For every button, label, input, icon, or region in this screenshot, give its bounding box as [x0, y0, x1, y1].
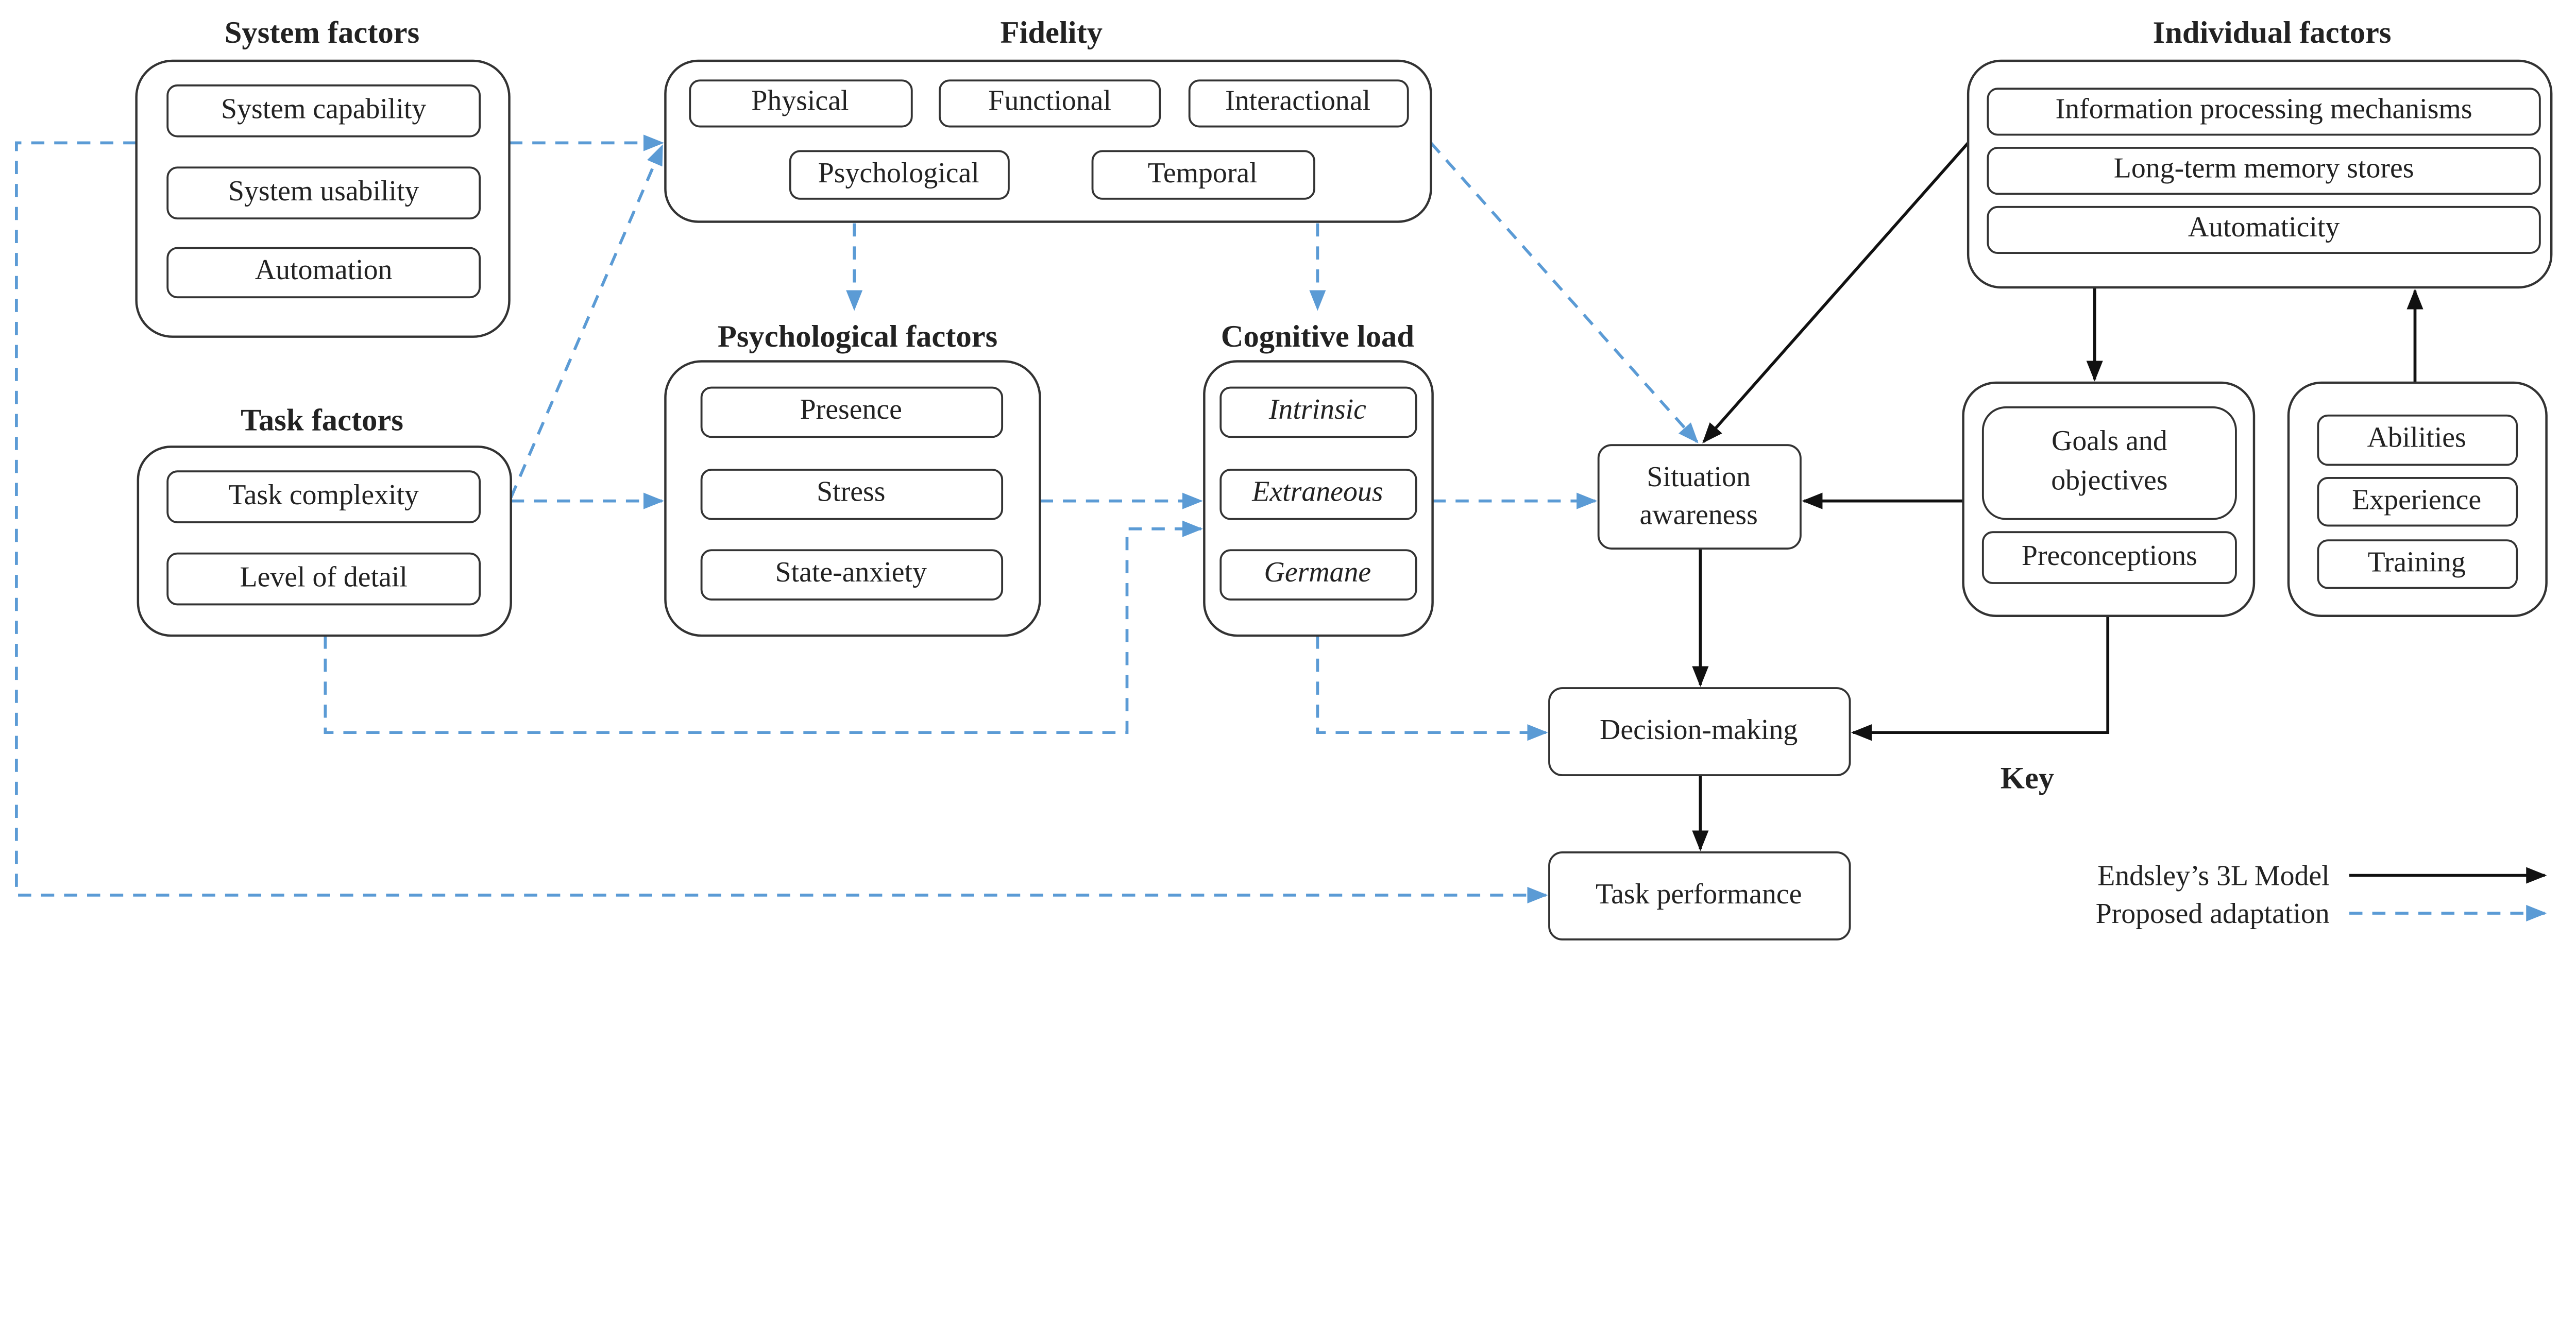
cognitive-load-group: Cognitive load Intrinsic Extraneous Germ…: [1203, 319, 1434, 637]
abilities-group: Abilities Experience Training: [2287, 381, 2548, 618]
germane: Germane: [1264, 556, 1371, 588]
goals-group: Goals and objectives Preconceptions: [1962, 381, 2256, 618]
situation-awareness-diagram: System factors System capability System …: [15, 15, 2553, 940]
task-performance-label: Task performance: [1596, 878, 1802, 910]
task-performance-box: Task performance: [1548, 851, 1851, 940]
fidelity-physical: Physical: [751, 85, 849, 117]
arrow-task-to-cognitive: [324, 520, 1204, 734]
information-processing: Information processing mechanisms: [2056, 93, 2472, 125]
state-anxiety: State-anxiety: [775, 556, 927, 588]
arrow-goals-to-decision: [1851, 615, 2110, 741]
automaticity: Automaticity: [2188, 211, 2340, 243]
legend-endsley: Endsley’s 3L Model: [2097, 860, 2329, 892]
task-complexity: Task complexity: [228, 479, 419, 511]
fidelity-functional: Functional: [988, 85, 1111, 117]
fidelity-group: Fidelity Physical Functional Interaction…: [664, 15, 1432, 223]
sa-line1: Situation: [1647, 461, 1751, 493]
psychological-factors-title: Psychological factors: [718, 319, 997, 354]
arrow-task-to-fidelity: [510, 144, 664, 499]
long-term-memory: Long-term memory stores: [2114, 152, 2414, 184]
automation: Automation: [255, 254, 393, 286]
key-title: Key: [2001, 761, 2054, 796]
arrow-fidelity-to-sa: [1430, 142, 1699, 443]
arrow-system-to-performance: [15, 141, 1548, 903]
endsley-model-arrows: [1692, 142, 2424, 851]
intrinsic: Intrinsic: [1268, 394, 1366, 425]
decision-making-box: Decision-making: [1548, 687, 1851, 777]
stress: Stress: [817, 476, 885, 508]
goals-line1: Goals and: [2052, 425, 2167, 457]
fidelity-title: Fidelity: [1001, 15, 1103, 50]
legend-proposed: Proposed adaptation: [2096, 898, 2330, 930]
fidelity-interactional: Interactional: [1225, 85, 1370, 117]
fidelity-psychological: Psychological: [818, 157, 979, 189]
decision-making-label: Decision-making: [1600, 714, 1798, 746]
system-capability: System capability: [221, 93, 426, 125]
system-factors-title: System factors: [225, 15, 419, 50]
arrow-individual-to-sa: [1702, 142, 1970, 443]
training: Training: [2368, 546, 2466, 578]
arrow-cognitive-to-decision: [1316, 636, 1548, 741]
individual-factors-title: Individual factors: [2153, 15, 2392, 50]
task-factors-group: Task factors Task complexity Level of de…: [137, 403, 512, 637]
fidelity-temporal: Temporal: [1148, 157, 1258, 189]
level-of-detail: Level of detail: [240, 561, 408, 593]
experience: Experience: [2352, 484, 2481, 516]
sa-line2: awareness: [1640, 499, 1758, 531]
system-usability: System usability: [228, 175, 419, 207]
proposed-adaptation-arrows: [15, 134, 1699, 903]
cognitive-load-title: Cognitive load: [1221, 319, 1415, 354]
goals-line2: objectives: [2051, 464, 2167, 496]
individual-factors-group: Individual factors Information processin…: [1967, 15, 2553, 289]
presence: Presence: [800, 394, 902, 425]
system-factors-group: System factors System capability System …: [135, 15, 511, 338]
task-factors-title: Task factors: [241, 403, 403, 437]
preconceptions: Preconceptions: [2022, 540, 2197, 572]
extraneous: Extraneous: [1251, 476, 1383, 508]
abilities: Abilities: [2367, 421, 2466, 453]
situation-awareness-box: Situation awareness: [1597, 444, 1802, 550]
legend: Key Endsley’s 3L Model Proposed adaptati…: [2001, 761, 2547, 930]
psychological-factors-group: Psychological factors Presence Stress St…: [664, 319, 1041, 637]
